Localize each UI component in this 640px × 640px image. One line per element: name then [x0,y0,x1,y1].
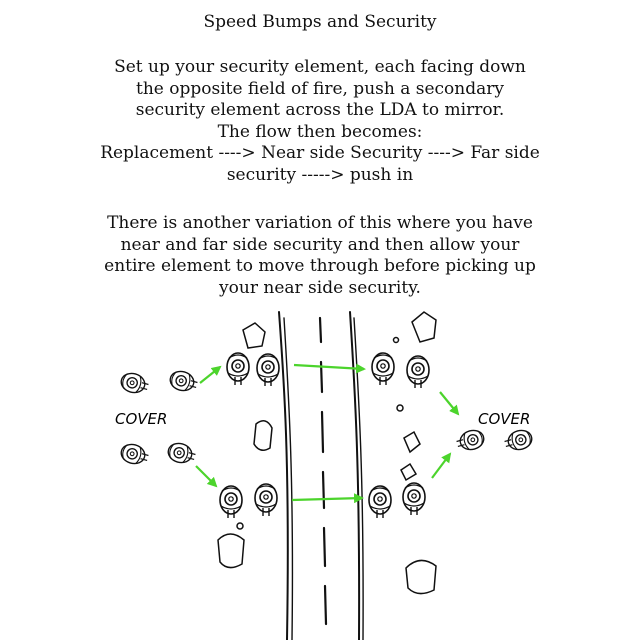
cover-label-right: COVER [478,410,530,428]
rock-icon [217,311,437,595]
paragraph2-line: your near side security. [219,277,421,298]
instruction-paragraph-1: Set up your security element, each facin… [0,57,640,186]
soldier-icon [368,352,430,519]
title-text: Speed Bumps and Security [203,12,437,32]
paragraph1-line: security -----> push in [226,164,414,185]
paragraph2-line: entire element to move through before pi… [104,256,536,276]
road-icon [278,311,364,640]
cover-label-left: COVER [115,410,167,428]
paragraph1-line: Replacement ----> Near side Security ---… [100,143,540,163]
paragraph2-line: There is another variation of this where… [107,213,533,233]
soldier-icon [454,427,535,454]
security-diagram: COVER COVER [115,311,535,640]
paragraph1-line: Set up your security element, each facin… [114,57,526,77]
paragraph1-line: The flow then becomes: [217,121,423,142]
paragraph1-line: the opposite field of fire, push a secon… [135,78,504,99]
paragraph1-line: security element across the LDA to mirro… [135,100,505,120]
page-title: Speed Bumps and Security [0,12,640,34]
arrow-icon [195,363,460,504]
instruction-paragraph-2: There is another variation of this where… [0,213,640,299]
paragraph2-line: near and far side security and then allo… [120,234,520,255]
